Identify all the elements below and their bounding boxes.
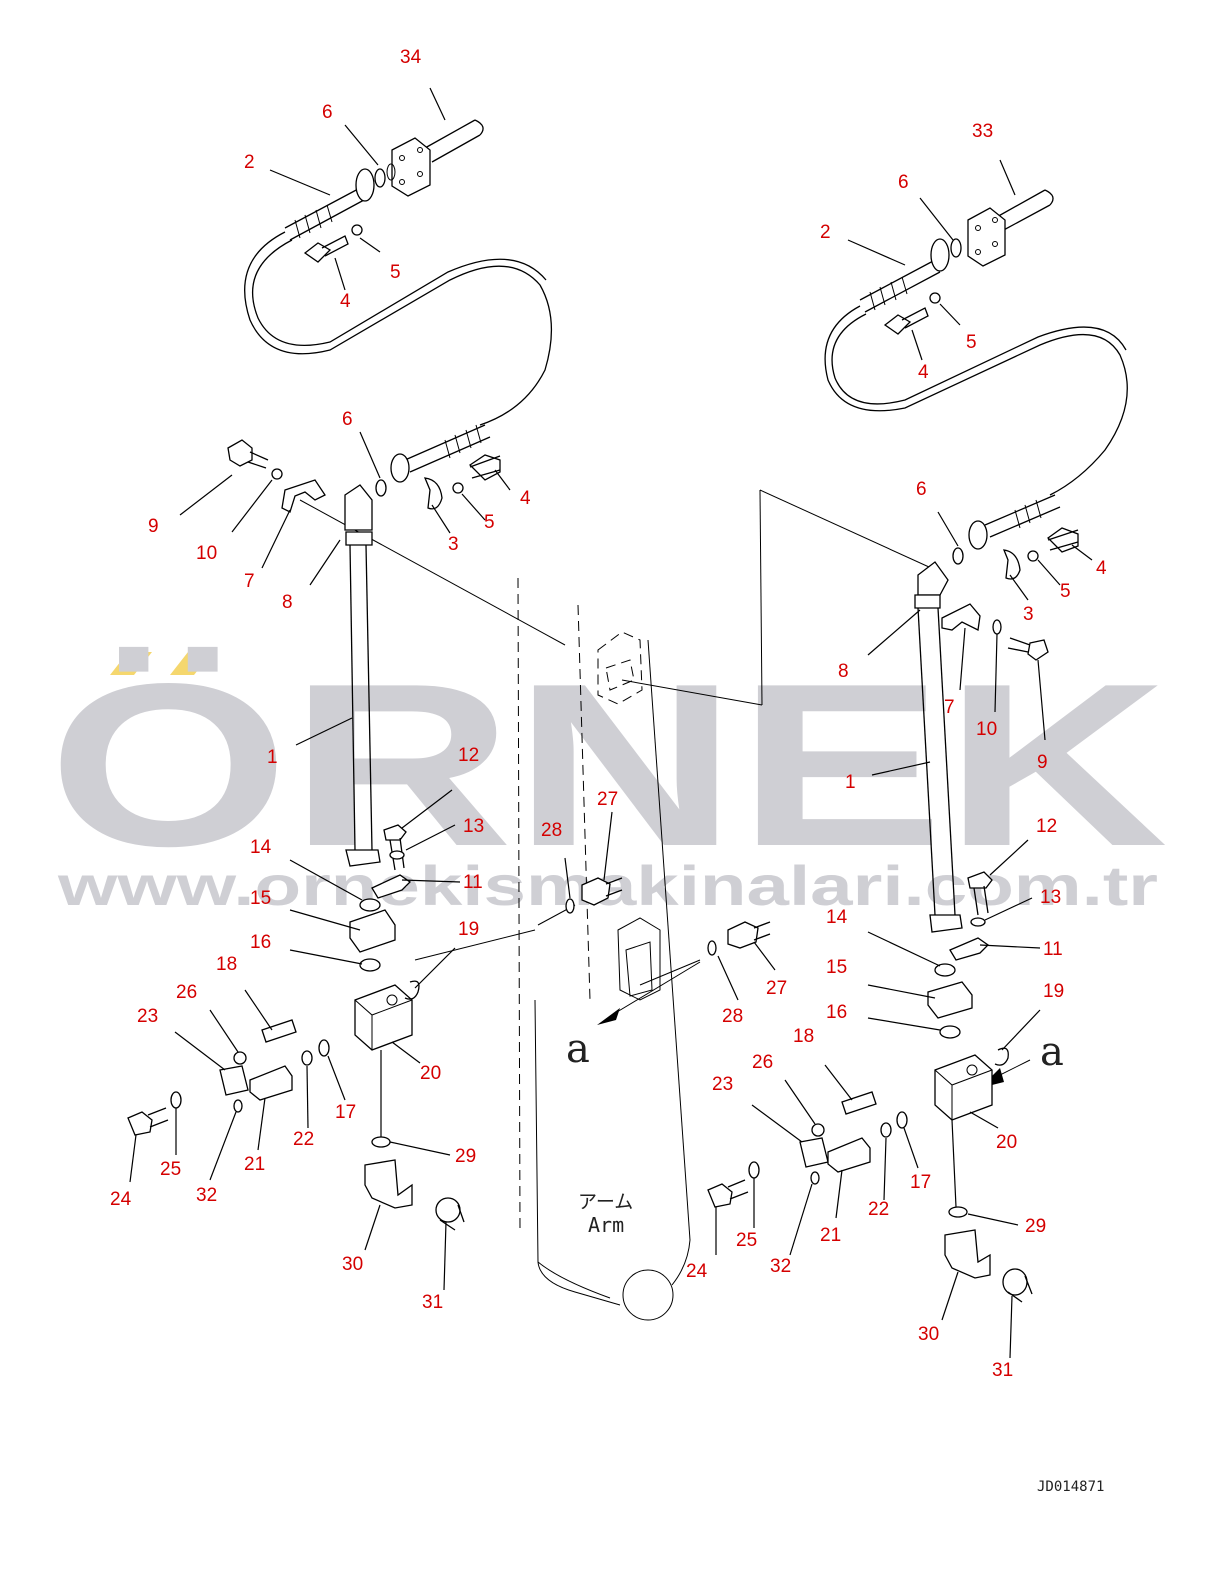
callout-4-left-top: 4 xyxy=(340,291,351,312)
callout-18-right: 18 xyxy=(793,1026,814,1047)
callout-29-right: 29 xyxy=(1025,1216,1046,1237)
callout-19-right: 19 xyxy=(1043,981,1064,1002)
callout-32-left: 32 xyxy=(196,1185,217,1206)
callout-6-left-top: 6 xyxy=(322,102,333,123)
callout-13-right: 13 xyxy=(1040,887,1061,908)
callout-9-left: 9 xyxy=(148,516,159,537)
callout-29-left: 29 xyxy=(455,1146,476,1167)
watermark-umlaut-left xyxy=(110,652,152,675)
callout-19-left: 19 xyxy=(458,919,479,940)
callout-12-right: 12 xyxy=(1036,816,1057,837)
callout-33-right: 33 xyxy=(972,121,993,142)
view-marker-left: a xyxy=(566,1026,590,1072)
callout-22-right: 22 xyxy=(868,1199,889,1220)
callout-6-right-mid: 6 xyxy=(916,479,927,500)
callout-3-right: 3 xyxy=(1023,604,1034,625)
callout-10-left: 10 xyxy=(196,543,217,564)
callout-2-left: 2 xyxy=(244,152,255,173)
callout-9-right: 9 xyxy=(1037,752,1048,773)
callout-11-left: 11 xyxy=(463,872,483,893)
right-assembly xyxy=(707,159,1128,1359)
callout-5-right-top: 5 xyxy=(966,332,977,353)
callout-4-right-top: 4 xyxy=(918,362,929,383)
callout-30-left: 30 xyxy=(342,1254,363,1275)
callout-34-left: 34 xyxy=(400,47,422,68)
callout-11-right: 11 xyxy=(1043,939,1063,960)
callout-10-right: 10 xyxy=(976,719,997,740)
arm-label-jp: アーム xyxy=(578,1191,633,1213)
callout-6-right-top: 6 xyxy=(898,172,909,193)
callout-23-left: 23 xyxy=(137,1006,158,1027)
callout-31-right: 31 xyxy=(992,1360,1013,1381)
callout-25-right: 25 xyxy=(736,1230,757,1251)
callout-3-left: 3 xyxy=(448,534,459,555)
callout-13-left: 13 xyxy=(463,816,484,837)
callout-26-left: 26 xyxy=(176,982,197,1003)
callout-15-right: 15 xyxy=(826,957,847,978)
callout-25-left: 25 xyxy=(160,1159,181,1180)
view-marker-right: a xyxy=(1040,1029,1064,1075)
callout-4-left-mid: 4 xyxy=(520,488,531,509)
callout-5-right-mid: 5 xyxy=(1060,581,1071,602)
callout-8-right: 8 xyxy=(838,661,849,682)
callout-7-right: 7 xyxy=(944,697,955,718)
callout-1-left: 1 xyxy=(267,747,278,768)
arm-outline xyxy=(299,489,1031,1321)
arm-label-en: Arm xyxy=(588,1213,624,1237)
callout-15-left: 15 xyxy=(250,888,271,909)
callout-4-right-mid: 4 xyxy=(1096,558,1107,579)
callout-24-right: 24 xyxy=(686,1261,708,1282)
callout-26-right: 26 xyxy=(752,1052,773,1073)
callout-17-left: 17 xyxy=(335,1102,356,1123)
callout-24-left: 24 xyxy=(110,1189,132,1210)
left-assembly xyxy=(127,87,623,1291)
callout-31-left: 31 xyxy=(422,1292,443,1313)
callout-17-right: 17 xyxy=(910,1172,931,1193)
callout-5-left-mid: 5 xyxy=(484,512,495,533)
callout-8-left: 8 xyxy=(282,592,293,613)
callout-28-center: 28 xyxy=(541,820,562,841)
callouts: 34 6 2 5 4 6 4 5 3 9 10 7 8 1 12 13 14 1… xyxy=(110,47,1107,1381)
callout-1-right: 1 xyxy=(845,772,856,793)
callout-22-left: 22 xyxy=(293,1129,314,1150)
callout-23-right: 23 xyxy=(712,1074,733,1095)
drawing-code: JD014871 xyxy=(1037,1479,1104,1495)
callout-14-right: 14 xyxy=(826,907,848,928)
callout-18-left: 18 xyxy=(216,954,237,975)
callout-21-left: 21 xyxy=(244,1154,265,1175)
callout-30-right: 30 xyxy=(918,1324,939,1345)
callout-20-right: 20 xyxy=(996,1132,1017,1153)
callout-7-left: 7 xyxy=(244,571,255,592)
callout-20-left: 20 xyxy=(420,1063,441,1084)
callout-27-right: 27 xyxy=(766,978,787,999)
callout-16-right: 16 xyxy=(826,1002,847,1023)
callout-28-right: 28 xyxy=(722,1006,743,1027)
callout-12-left: 12 xyxy=(458,745,479,766)
callout-6-left-mid: 6 xyxy=(342,409,353,430)
watermark-umlaut-right xyxy=(170,652,212,675)
callout-21-right: 21 xyxy=(820,1225,841,1246)
callout-2-right: 2 xyxy=(820,222,831,243)
callout-27-center: 27 xyxy=(597,789,618,810)
callout-14-left: 14 xyxy=(250,837,272,858)
callout-16-left: 16 xyxy=(250,932,271,953)
callout-32-right: 32 xyxy=(770,1256,791,1277)
callout-5-left-top: 5 xyxy=(390,262,401,283)
